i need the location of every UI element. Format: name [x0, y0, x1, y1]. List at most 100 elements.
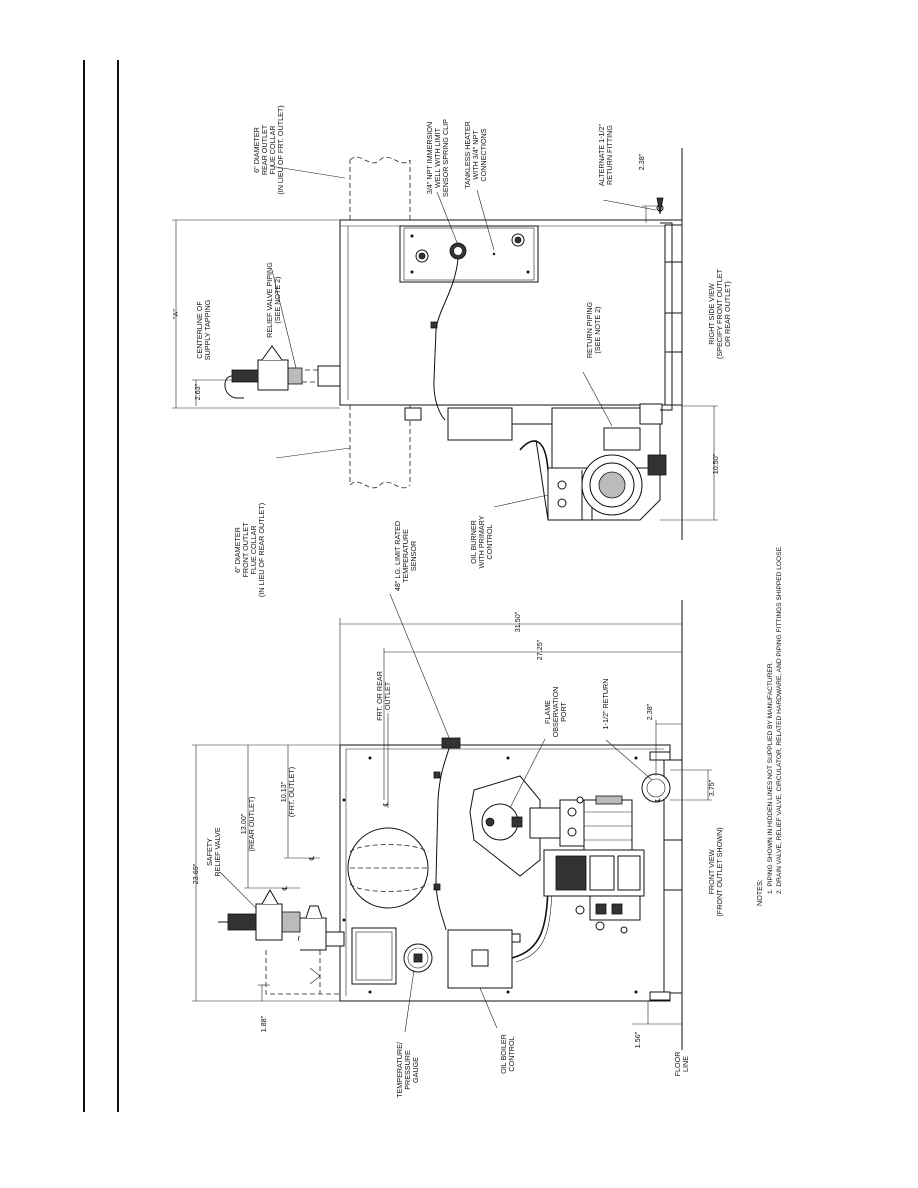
- svg-text:RIGHT SIDE VIEW: RIGHT SIDE VIEW: [707, 283, 716, 345]
- right-side-view: [224, 148, 683, 540]
- svg-text:48" LG. LIMIT RATED: 48" LG. LIMIT RATED: [393, 521, 402, 591]
- svg-text:TEMPERATURE: TEMPERATURE: [401, 529, 410, 583]
- label-return-1-1-2: 1-1/2" RETURN: [601, 679, 610, 730]
- label-safety-relief: SAFETY RELIEF VALVE: [205, 827, 222, 876]
- svg-text:(IN LIEU OF FRT. OUTLET): (IN LIEU OF FRT. OUTLET): [276, 105, 285, 194]
- svg-text:(IN LIEU OF REAR OUTLET): (IN LIEU OF REAR OUTLET): [257, 503, 266, 597]
- svg-text:(SPECIFY FRONT OUTLET: (SPECIFY FRONT OUTLET: [715, 268, 724, 359]
- svg-text:SENSOR: SENSOR: [409, 541, 418, 571]
- svg-text:FRONT VIEW: FRONT VIEW: [707, 849, 716, 894]
- label-alternate-return: ALTERNATE 1-1/2" RETURN FITTING: [597, 123, 614, 186]
- svg-text:(FRONT OUTLET SHOWN): (FRONT OUTLET SHOWN): [715, 827, 724, 916]
- svg-text:CONNECTIONS: CONNECTIONS: [479, 128, 488, 181]
- dim-13-00: 13.00" (REAR OUTLET): [239, 796, 256, 851]
- label-limit-sensor: 48" LG. LIMIT RATED TEMPERATURE SENSOR: [393, 521, 418, 591]
- svg-text:6" DIAMETER: 6" DIAMETER: [233, 527, 242, 573]
- label-oil-burner: OIL BURNER WITH PRIMARY CONTROL: [469, 515, 494, 568]
- svg-text:CENTERLINE OF: CENTERLINE OF: [195, 301, 204, 359]
- label-right-side-view: RIGHT SIDE VIEW (SPECIFY FRONT OUTLET OR…: [707, 268, 732, 359]
- svg-text:OUTLET: OUTLET: [383, 681, 392, 710]
- svg-text:SAFETY: SAFETY: [205, 838, 214, 866]
- label-immersion-well: 3/4" NPT IMMERSION WELL WITH LIMIT SENSO…: [425, 119, 450, 197]
- label-return-piping: RETURN PIPING (SEE NOTE 2): [585, 301, 602, 358]
- label-frt-rear-outlet: FRT. OR REAR OUTLET: [375, 671, 392, 721]
- svg-text:WITH 3/4" NPT: WITH 3/4" NPT: [471, 130, 480, 180]
- dim-2-63: 2.63": [193, 383, 202, 400]
- notes-title: NOTES:: [755, 879, 764, 906]
- svg-text:REAR OUTLET: REAR OUTLET: [260, 124, 269, 175]
- svg-text:CONTROL: CONTROL: [507, 1036, 516, 1071]
- svg-text:6" DIAMETER: 6" DIAMETER: [252, 127, 261, 173]
- svg-text:13.00": 13.00": [239, 813, 248, 834]
- text-labels: 6" DIAMETER REAR OUTLET FLUE COLLAR (IN …: [171, 105, 783, 1098]
- front-flue-collar: [349, 405, 411, 485]
- dim-10-13: 10.13" (FRT. OUTLET): [279, 767, 296, 817]
- svg-text:℄: ℄: [280, 885, 289, 891]
- dim-1-56: 1.56": [633, 1031, 642, 1048]
- svg-text:OIL BOILER: OIL BOILER: [499, 1034, 508, 1074]
- svg-text:TANKLESS HEATER: TANKLESS HEATER: [463, 121, 472, 189]
- svg-text:3/4" NPT IMMERSION: 3/4" NPT IMMERSION: [425, 122, 434, 194]
- note-1: 1. PIPING SHOWN IN HIDDEN LINES NOT SUPP…: [767, 661, 774, 894]
- dim-23-69: 23.69": [191, 863, 200, 884]
- side-dimensions: [172, 165, 718, 521]
- svg-text:10.13": 10.13": [279, 781, 288, 802]
- label-tankless-heater: TANKLESS HEATER WITH 3/4" NPT CONNECTION…: [463, 121, 488, 189]
- svg-text:PRESSURE: PRESSURE: [403, 1050, 412, 1090]
- dim-10-50: 10.50": [711, 453, 720, 474]
- label-flame-port: FLAME OBSERVATION PORT: [543, 687, 568, 738]
- side-oil-burner: [404, 403, 667, 521]
- front-panel-box: [351, 927, 397, 985]
- label-relief-valve-piping: RELIEF VALVE PIPING (SEE NOTE 2): [265, 262, 282, 338]
- svg-text:RETURN PIPING: RETURN PIPING: [585, 301, 594, 358]
- svg-text:RETURN FITTING: RETURN FITTING: [605, 125, 614, 185]
- note-2: 2. DRAIN VALVE, RELIEF VALVE, CIRCULATOR…: [776, 545, 783, 894]
- svg-text:℄: ℄: [653, 797, 662, 803]
- svg-text:SENSOR SPRING CLIP: SENSOR SPRING CLIP: [441, 119, 450, 197]
- dim-2-38-side: 2.38": [637, 153, 646, 170]
- svg-text:FLAME: FLAME: [543, 700, 552, 724]
- svg-text:RELIEF VALVE PIPING: RELIEF VALVE PIPING: [265, 262, 274, 338]
- front-dimensions: [192, 593, 712, 1033]
- svg-text:ALTERNATE 1-1/2": ALTERNATE 1-1/2": [597, 123, 606, 186]
- label-front-view: FRONT VIEW (FRONT OUTLET SHOWN): [707, 827, 724, 916]
- svg-text:℄: ℄: [381, 801, 390, 807]
- svg-text:FLUE COLLAR: FLUE COLLAR: [249, 525, 258, 574]
- svg-text:CONTROL: CONTROL: [485, 524, 494, 559]
- svg-text:OR REAR OUTLET): OR REAR OUTLET): [723, 281, 732, 347]
- svg-text:OIL BURNER: OIL BURNER: [469, 520, 478, 564]
- dim-3-75: 3.75": [707, 779, 716, 796]
- dim-1-88: 1.88": [259, 1015, 268, 1032]
- svg-text:(SEE NOTE 2): (SEE NOTE 2): [273, 276, 282, 323]
- rear-flue-collar: [349, 160, 411, 220]
- svg-text:(FRT. OUTLET): (FRT. OUTLET): [287, 767, 296, 817]
- svg-text:℄: ℄: [307, 855, 316, 861]
- svg-text:LINE: LINE: [681, 1056, 690, 1072]
- front-oil-burner: [529, 795, 645, 934]
- dim-31-50: 31.50": [513, 611, 522, 632]
- svg-text:RELIEF VALVE: RELIEF VALVE: [213, 827, 222, 876]
- svg-text:(SEE NOTE 2): (SEE NOTE 2): [593, 306, 602, 353]
- label-oil-boiler-control: OIL BOILER CONTROL: [499, 1034, 516, 1074]
- svg-text:FRT. OR REAR: FRT. OR REAR: [375, 671, 384, 721]
- dim-2-38-front: 2.38": [645, 703, 654, 720]
- notes-block: NOTES: 1. PIPING SHOWN IN HIDDEN LINES N…: [755, 545, 783, 906]
- svg-text:FRONT OUTLET: FRONT OUTLET: [241, 522, 250, 578]
- side-relief-valve: [224, 345, 341, 399]
- svg-text:OBSERVATION: OBSERVATION: [551, 687, 560, 738]
- svg-text:WELL WITH LIMIT: WELL WITH LIMIT: [433, 127, 442, 188]
- side-return-pipe: [660, 222, 673, 411]
- svg-text:(REAR OUTLET): (REAR OUTLET): [247, 796, 256, 851]
- svg-text:WITH PRIMARY: WITH PRIMARY: [477, 515, 486, 568]
- dim-A: "A": [171, 309, 180, 319]
- svg-text:SUPPLY TAPPING: SUPPLY TAPPING: [203, 299, 212, 360]
- front-flue-collar-circle: [347, 827, 429, 909]
- dim-27-25: 27.25": [535, 639, 544, 660]
- svg-text:TEMPERATURE/: TEMPERATURE/: [395, 1042, 404, 1098]
- side-base: [664, 224, 683, 406]
- label-rear-flue-collar: 6" DIAMETER REAR OUTLET FLUE COLLAR (IN …: [252, 105, 285, 194]
- front-view: ℄ ℄ ℄ ℄: [218, 600, 683, 1050]
- svg-text:PORT: PORT: [559, 701, 568, 721]
